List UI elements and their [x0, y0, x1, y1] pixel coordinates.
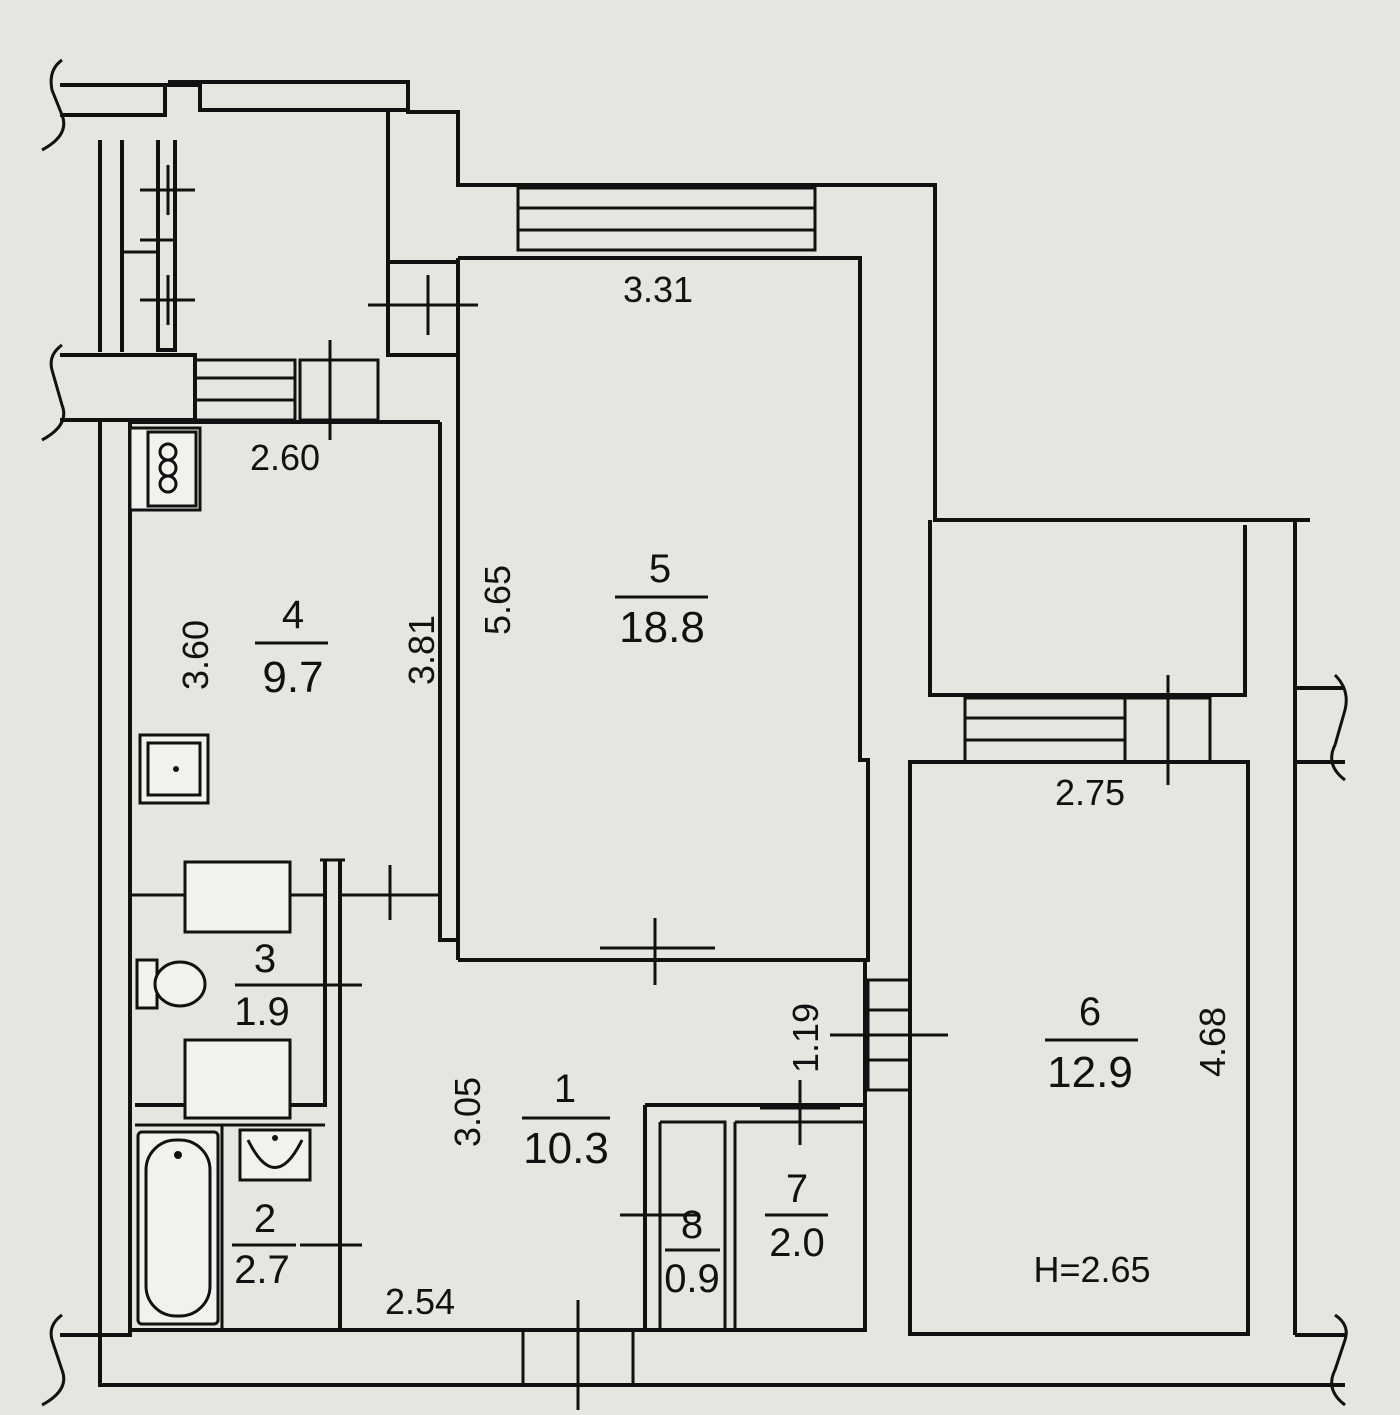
dim-hall-length: 3.05 — [447, 1077, 488, 1147]
room-3-number: 3 — [254, 937, 276, 981]
window-room6 — [928, 520, 1247, 785]
room-5-number: 5 — [649, 547, 671, 591]
window-room4 — [193, 340, 380, 440]
bathroom-block — [135, 858, 362, 1330]
toilet-icon — [135, 958, 207, 1010]
room-4-number: 4 — [282, 593, 304, 637]
room-6-number: 6 — [1079, 990, 1101, 1034]
ceiling-height: H=2.65 — [1033, 1249, 1150, 1290]
dim-room5-length: 5.65 — [477, 565, 518, 635]
window-room5 — [516, 186, 817, 252]
washbasin-icon — [238, 1128, 312, 1182]
dim-room5-width: 3.31 — [623, 269, 693, 310]
room-3-area: 1.9 — [234, 990, 290, 1034]
hall-closets — [130, 960, 867, 1410]
room-4 — [128, 420, 440, 1330]
room-1-area: 10.3 — [523, 1124, 609, 1173]
dim-room6-length: 4.68 — [1192, 1007, 1233, 1077]
room-6 — [830, 760, 1250, 1336]
room-8-number: 8 — [681, 1203, 703, 1247]
room-4-area: 9.7 — [262, 653, 323, 702]
room-6-area: 12.9 — [1047, 1048, 1133, 1097]
dim-closet-length: 1.19 — [785, 1003, 826, 1073]
dim-room6-width: 2.75 — [1055, 772, 1125, 813]
room-2-number: 2 — [254, 1197, 276, 1241]
room-7-number: 7 — [786, 1167, 808, 1211]
dim-room4-width: 2.60 — [250, 437, 320, 478]
room-1-number: 1 — [554, 1067, 576, 1111]
stove-icon — [128, 426, 202, 512]
balcony-top-left — [98, 112, 478, 357]
dim-hall-width: 2.54 — [385, 1281, 455, 1322]
dim-room4-left: 3.60 — [175, 620, 216, 690]
room-5-area: 18.8 — [619, 603, 705, 652]
room-8-area: 0.9 — [664, 1257, 720, 1301]
room-5 — [438, 256, 870, 985]
room-2-area: 2.7 — [234, 1248, 290, 1292]
room-7-area: 2.0 — [769, 1221, 825, 1265]
dim-room4-right: 3.81 — [401, 615, 442, 685]
bathtub-icon — [136, 1130, 220, 1326]
kitchen-sink-icon — [138, 733, 210, 805]
